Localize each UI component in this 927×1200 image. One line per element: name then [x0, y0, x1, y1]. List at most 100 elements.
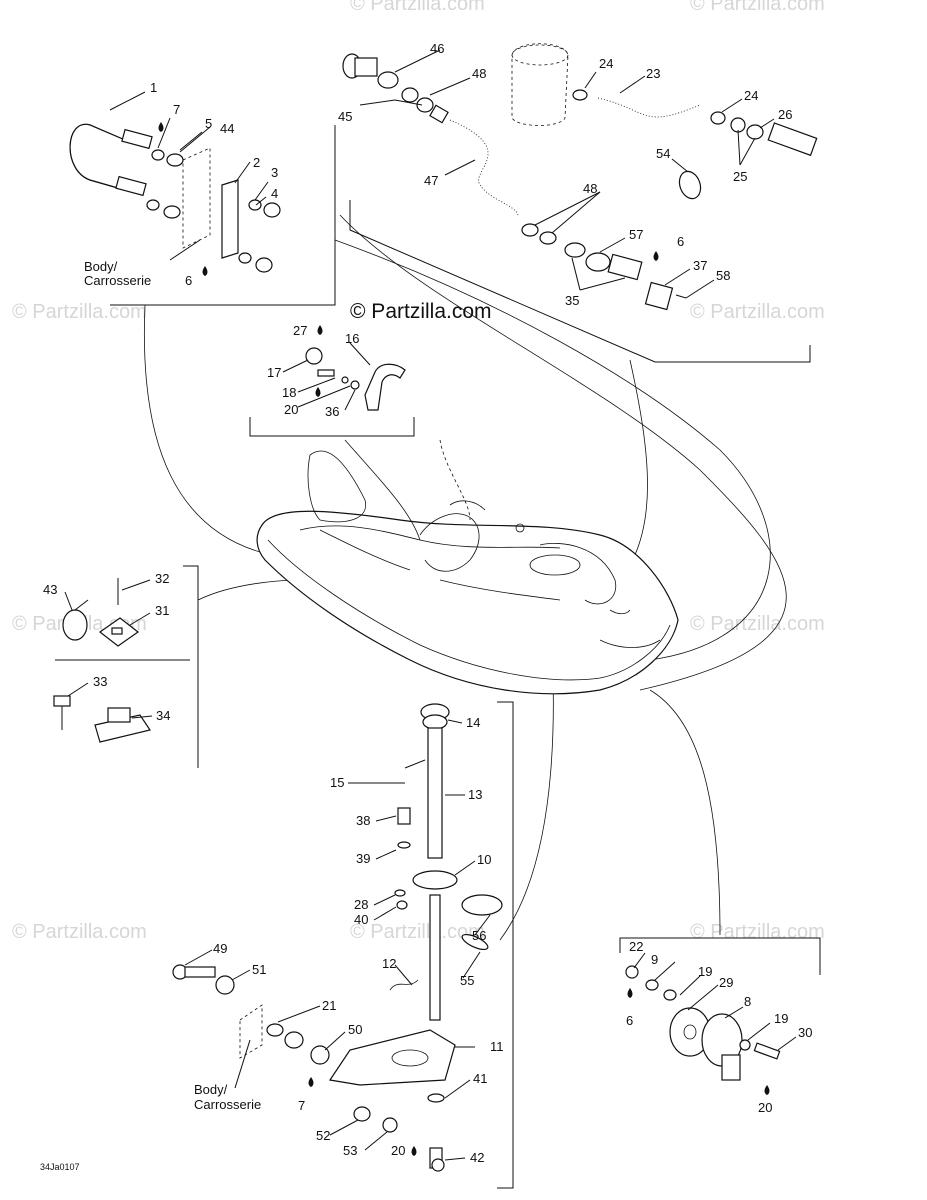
- callout-6: 6: [626, 1013, 633, 1028]
- callout-55: 55: [460, 973, 474, 988]
- watermark-text: © Partzilla.com: [12, 301, 147, 323]
- callout-11: 11: [490, 1039, 504, 1054]
- callout-6: 6: [185, 273, 192, 288]
- drawing-code: 34Ja0107: [40, 1162, 80, 1172]
- vent-hose-assembly: [342, 43, 818, 311]
- callout-3: 3: [271, 165, 278, 180]
- steering-column-assembly: [172, 703, 503, 1172]
- callout-50: 50: [348, 1022, 362, 1037]
- callout-25: 25: [733, 169, 747, 184]
- callout-39: 39: [356, 851, 370, 866]
- callout-45: 45: [338, 109, 352, 124]
- callout-7: 7: [298, 1098, 305, 1113]
- callout-52: 52: [316, 1128, 330, 1143]
- callout-31: 31: [155, 603, 169, 618]
- callout-23: 23: [646, 66, 660, 81]
- watermark-text: © Partzilla.com: [350, 0, 485, 15]
- clips-assembly: [53, 578, 151, 743]
- drop-icon: [317, 325, 323, 335]
- callout-6: 6: [677, 234, 684, 249]
- drop-icon: [315, 387, 321, 397]
- callout-5: 5: [205, 116, 212, 131]
- drain-plug-assembly: [625, 965, 781, 1081]
- callout-47: 47: [424, 173, 438, 188]
- callout-21: 21: [322, 998, 336, 1013]
- body-label: Body/: [84, 259, 118, 274]
- callout-28: 28: [354, 897, 368, 912]
- callout-34: 34: [156, 708, 170, 723]
- callout-48: 48: [583, 181, 597, 196]
- callout-54: 54: [656, 146, 670, 161]
- callout-44: 44: [220, 121, 234, 136]
- copyright-text: © Partzilla.com: [350, 300, 492, 323]
- callout-13: 13: [468, 787, 482, 802]
- callout-2: 2: [253, 155, 260, 170]
- callout-38: 38: [356, 813, 370, 828]
- callout-17: 17: [267, 365, 281, 380]
- callout-14: 14: [466, 715, 480, 730]
- callout-8: 8: [744, 994, 751, 1009]
- callout-15: 15: [330, 775, 344, 790]
- drop-icon: [627, 988, 633, 998]
- callout-49: 49: [213, 941, 227, 956]
- callout-48: 48: [472, 66, 486, 81]
- drop-icon: [308, 1077, 314, 1087]
- callout-19: 19: [774, 1011, 788, 1026]
- callout-40: 40: [354, 912, 368, 927]
- carrosserie-label: Carrosserie: [194, 1097, 261, 1112]
- hook-assembly: [305, 347, 406, 411]
- drop-icon: [158, 122, 164, 132]
- watercraft-hull-illustration: [256, 439, 679, 695]
- callout-30: 30: [798, 1025, 812, 1040]
- callout-29: 29: [719, 975, 733, 990]
- callout-1: 1: [150, 80, 157, 95]
- callout-53: 53: [343, 1143, 357, 1158]
- callout-10: 10: [477, 852, 491, 867]
- callout-58: 58: [716, 268, 730, 283]
- callout-43: 43: [43, 582, 57, 597]
- callout-20: 20: [758, 1100, 772, 1115]
- watermark-text: © Partzilla.com: [690, 0, 825, 15]
- callout-20: 20: [284, 402, 298, 417]
- callout-12: 12: [382, 956, 396, 971]
- watermark-text: © Partzilla.com: [350, 921, 485, 943]
- callout-36: 36: [325, 404, 339, 419]
- drop-icon: [764, 1085, 770, 1095]
- callout-18: 18: [282, 385, 296, 400]
- callout-20: 20: [391, 1143, 405, 1158]
- callout-42: 42: [470, 1150, 484, 1165]
- drop-icon: [653, 251, 659, 261]
- callout-27: 27: [293, 323, 307, 338]
- carrosserie-label: Carrosserie: [84, 273, 151, 288]
- body-label: Body/: [194, 1082, 228, 1097]
- group-brackets: [55, 125, 821, 1189]
- callout-51: 51: [252, 962, 266, 977]
- callout-37: 37: [693, 258, 707, 273]
- drop-icon: [411, 1146, 417, 1156]
- lubricant-drop-icons: [158, 122, 770, 1156]
- callout-41: 41: [473, 1071, 487, 1086]
- callout-19: 19: [698, 964, 712, 979]
- watermark-text: © Partzilla.com: [12, 921, 147, 943]
- callout-26: 26: [778, 107, 792, 122]
- callout-33: 33: [93, 674, 107, 689]
- callout-24: 24: [744, 88, 758, 103]
- callout-56: 56: [472, 928, 486, 943]
- callout-16: 16: [345, 331, 359, 346]
- callout-32: 32: [155, 571, 169, 586]
- callout-7: 7: [173, 102, 180, 117]
- watermark-text: © Partzilla.com: [690, 301, 825, 323]
- tow-eye-assembly: [69, 123, 281, 273]
- callout-46: 46: [430, 41, 444, 56]
- callout-9: 9: [651, 952, 658, 967]
- watermark-text: © Partzilla.com: [690, 613, 825, 635]
- watermark-text: © Partzilla.com: [690, 921, 825, 943]
- callout-24: 24: [599, 56, 613, 71]
- callout-4: 4: [271, 186, 278, 201]
- callout-labels: 1 7 5 44 2 3 4 6 Body/ Carrosserie 46 48…: [43, 41, 812, 1165]
- callout-leaders: [64, 49, 797, 1161]
- callout-35: 35: [565, 293, 579, 308]
- callout-57: 57: [629, 227, 643, 242]
- callout-22: 22: [629, 939, 643, 954]
